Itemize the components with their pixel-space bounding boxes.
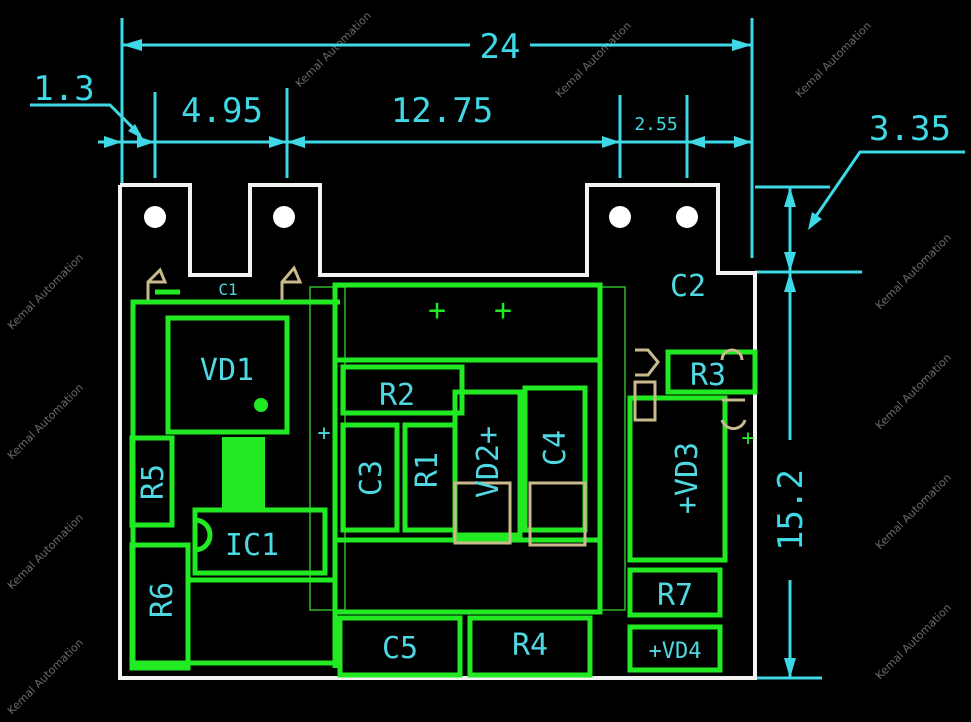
r7-footprint <box>627 567 723 618</box>
notch-depth-label: 3.35 <box>869 109 951 149</box>
label-c4: C4 <box>538 430 573 466</box>
plus-marker: + <box>428 293 446 328</box>
label-r6: R6 <box>145 582 180 618</box>
watermark-text: Kemal Automation <box>5 636 86 717</box>
c3-footprint <box>340 422 400 533</box>
r6-footprint <box>129 542 191 671</box>
plus-marker: + <box>741 426 754 451</box>
mounting-hole <box>273 206 295 228</box>
watermark-text: Kemal Automation <box>5 251 86 332</box>
copper-layer <box>129 282 758 678</box>
r5-footprint <box>129 435 175 528</box>
watermark-text: Kemal Automation <box>873 351 954 432</box>
vd1-tab-pad <box>222 437 265 508</box>
ic1-footprint <box>192 507 328 576</box>
watermark-text: Kemal Automation <box>873 601 954 682</box>
watermark-text: Kemal Automation <box>5 381 86 462</box>
label-vd2: VD2+ <box>471 426 506 498</box>
label-c3: C3 <box>354 460 389 496</box>
main-block <box>332 282 603 615</box>
label-c1: C1 <box>218 280 237 299</box>
vd2-footprint <box>452 389 523 538</box>
hole-spacing-left-label: 4.95 <box>181 91 263 131</box>
dimension-hole-spacing: 4.95 12.75 2.55 <box>98 88 752 178</box>
vd1-pin1-dot <box>254 398 268 412</box>
watermark-text: Kemal Automation <box>293 9 374 90</box>
label-c2: C2 <box>670 269 706 304</box>
silkscreen-layer <box>146 265 747 547</box>
mounting-hole <box>609 206 631 228</box>
label-ic1: IC1 <box>225 528 279 563</box>
vd3-footprint <box>627 395 728 563</box>
hole-spacing-right-label: 2.55 <box>634 114 677 135</box>
plus-marker: + <box>494 293 512 328</box>
c4-footprint <box>522 385 588 533</box>
label-r4: R4 <box>512 628 548 663</box>
label-r5: R5 <box>136 464 171 500</box>
mounting-hole <box>676 206 698 228</box>
label-r7: R7 <box>657 578 693 613</box>
label-vd1: VD1 <box>200 353 254 388</box>
dimension-overall-height: 15.2 <box>755 185 862 680</box>
label-vd4: +VD4 <box>649 639 702 664</box>
mounting-hole <box>144 206 166 228</box>
dimension-notch-depth: 3.35 <box>808 109 965 230</box>
label-vd3: +VD3 <box>670 442 705 514</box>
vd1-footprint <box>165 315 290 435</box>
vd4-footprint <box>627 624 723 673</box>
r4-footprint <box>467 615 593 678</box>
label-r2: R2 <box>379 378 415 413</box>
watermark-text: Kemal Automation <box>873 231 954 312</box>
watermark-text: Kemal Automation <box>793 19 874 100</box>
label-r3: R3 <box>690 358 726 393</box>
r3-footprint <box>665 349 758 395</box>
hole-spacing-middle-label: 12.75 <box>391 91 493 131</box>
c5-footprint <box>337 615 463 678</box>
label-c5: C5 <box>382 631 418 666</box>
overall-height-label: 15.2 <box>771 469 811 551</box>
dimension-left-margin: 1.3 <box>30 69 143 139</box>
watermark-text: Kemal Automation <box>553 19 634 100</box>
outline-right <box>599 286 626 611</box>
plus-marker: + <box>317 421 330 446</box>
dimension-overall-width: 24 <box>120 18 754 258</box>
watermark-text: Kemal Automation <box>5 511 86 592</box>
watermark-text: Kemal Automation <box>873 471 954 552</box>
left-margin-label: 1.3 <box>33 69 94 109</box>
board-outline <box>118 183 757 680</box>
label-r1: R1 <box>410 452 445 488</box>
overall-width-label: 24 <box>480 27 521 67</box>
